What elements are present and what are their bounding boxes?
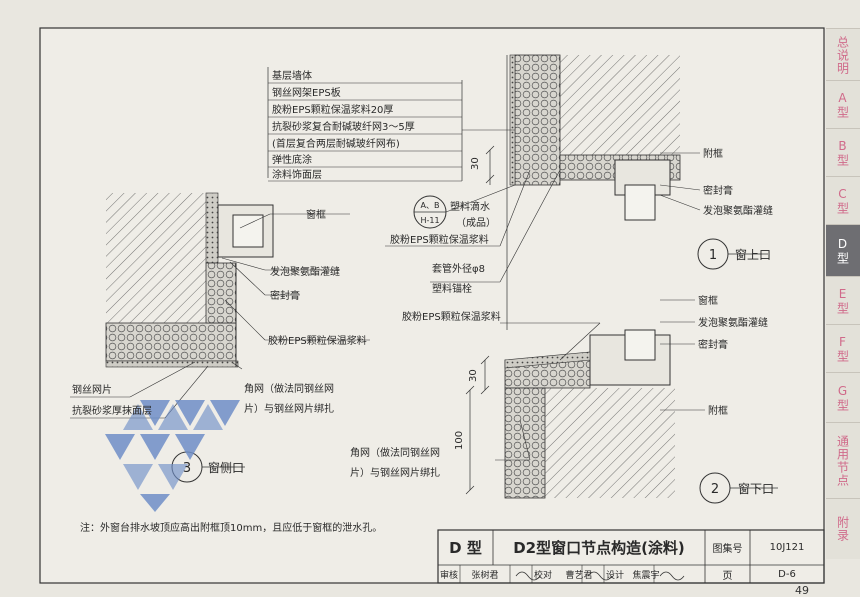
tb-reviewer: 张树君 [471,570,499,581]
tb-page-label: 页 [722,570,733,582]
layer-stack-leaders [267,67,515,182]
lower-mortar-label: 胶粉EPS颗粒保温浆料 [402,310,501,323]
detail-3-number: 3 [183,461,191,476]
dim-30-lower: 30 [468,369,479,382]
tab-type-c[interactable]: C型 [826,176,860,225]
side-leaders [70,213,370,419]
ref-top: A、B [421,201,440,210]
upper-foam: 发泡聚氨酯灌缝 [703,204,773,217]
layer-6: 弹性底涂 [272,153,312,166]
detail-1-marker [697,238,768,270]
chapter-tabs: 总说明 A型 B型 C型 D型 E型 F型 G型 通用节点 附录 [826,28,860,568]
title-block-grid [437,529,825,584]
designer-signature [659,571,685,581]
tb-review-label: 审核 [439,570,458,581]
side-foam-label: 发泡聚氨酯灌缝 [270,265,340,278]
tab-common-nodes[interactable]: 通用节点 [826,422,860,499]
tab-type-e[interactable]: E型 [826,276,860,325]
detail-2-title: 窗下口 [738,482,774,496]
side-sealant-label: 密封膏 [270,289,300,302]
tb-type: D 型 [449,539,482,557]
tb-title: D2型窗口节点构造(涂料) [513,539,685,557]
drip-label: 塑料滴水 [450,200,490,213]
tab-type-d[interactable]: D型 [826,224,860,277]
layer-3: 胶粉EPS颗粒保温浆料20厚 [272,103,393,116]
upper-leaders [385,152,701,283]
tb-designer: 焦震宇 [632,570,660,581]
tab-type-a[interactable]: A型 [826,80,860,129]
side-mortar-label: 胶粉EPS颗粒保温浆料 [268,334,367,347]
anchor-sleeve-label: 套管外径φ8 [432,262,485,275]
lower-sealant-label: 密封膏 [698,338,728,351]
lower-detail-graphic [504,329,675,499]
tb-page: D-6 [778,568,796,580]
dimension-lower: 30 100 [454,355,490,495]
upper-sealant: 密封膏 [703,184,733,197]
tb-atlas-label: 图集号 [712,544,743,555]
lower-foam-label: 发泡聚氨酯灌缝 [698,316,768,329]
dim-30-upper: 30 [470,157,481,170]
ref-bottom: H-11 [420,216,439,225]
tb-design-label: 设计 [605,570,624,581]
reviewer-signature [515,571,541,581]
detail-3-title: 窗侧口 [208,461,244,475]
side-corner-line1: 角网（做法同钢丝网 [244,382,334,395]
side-detail-graphic [105,192,274,368]
page-number: 49 [795,584,809,597]
mesh-strip-label: 钢丝网片 [72,383,112,396]
layer-1: 基层墙体 [272,69,312,82]
upper-mortar-label: 胶粉EPS颗粒保温浆料 [390,233,489,246]
section-ref-marker: A、B H-11 [413,184,516,229]
detail-1-title: 窗上口 [735,248,771,262]
upper-aux-frame: 附框 [703,147,723,160]
lower-leaders [495,299,705,461]
lower-aux-frame: 附框 [708,404,728,417]
detail-2-number: 2 [711,482,719,497]
layer-4: 抗裂砂浆复合耐碱玻纤网3～5厚 [272,120,415,133]
side-frame-label: 窗框 [306,208,326,221]
side-corner-line2: 片）与钢丝网片绑扎 [244,402,334,415]
lower-corner-line2: 片）与钢丝网片绑扎 [350,466,440,479]
checker-signature [587,571,613,581]
lower-frame-label: 窗框 [698,294,718,307]
watermark-logo [105,400,240,512]
lower-corner-line1: 角网（做法同钢丝网 [350,446,440,459]
dim-100: 100 [454,431,465,450]
drawing-note: 注：外窗台排水坡顶应高出附框顶10mm，且应低于窗框的泄水孔。 [80,521,382,534]
tab-type-g[interactable]: G型 [826,372,860,423]
tb-atlas-no: 10J121 [769,542,805,553]
upper-detail-graphic [506,54,681,330]
tb-check-label: 校对 [533,570,552,581]
tab-general[interactable]: 总说明 [826,28,860,81]
tb-checker: 曹艺君 [565,570,593,581]
layer-2: 钢丝网架EPS板 [272,86,341,99]
tab-type-b[interactable]: B型 [826,128,860,177]
anchor-label: 塑料锚栓 [432,282,472,295]
title-block: D 型 D2型窗口节点构造(涂料) 图集号 10J121 审核 张树君 校对 曹… [438,530,824,583]
layer-5: (首层复合两层耐碱玻纤网布) [272,137,400,150]
crack-mortar-label: 抗裂砂浆厚抹面层 [72,404,152,417]
tab-type-f[interactable]: F型 [826,324,860,373]
drip-note: （成品） [456,217,496,229]
dimension-30-upper: 30 [470,145,495,185]
layer-7: 涂料饰面层 [272,168,322,181]
detail-1-number: 1 [709,248,717,263]
detail-2-marker [699,472,778,504]
tab-appendix[interactable]: 附录 [826,498,860,559]
